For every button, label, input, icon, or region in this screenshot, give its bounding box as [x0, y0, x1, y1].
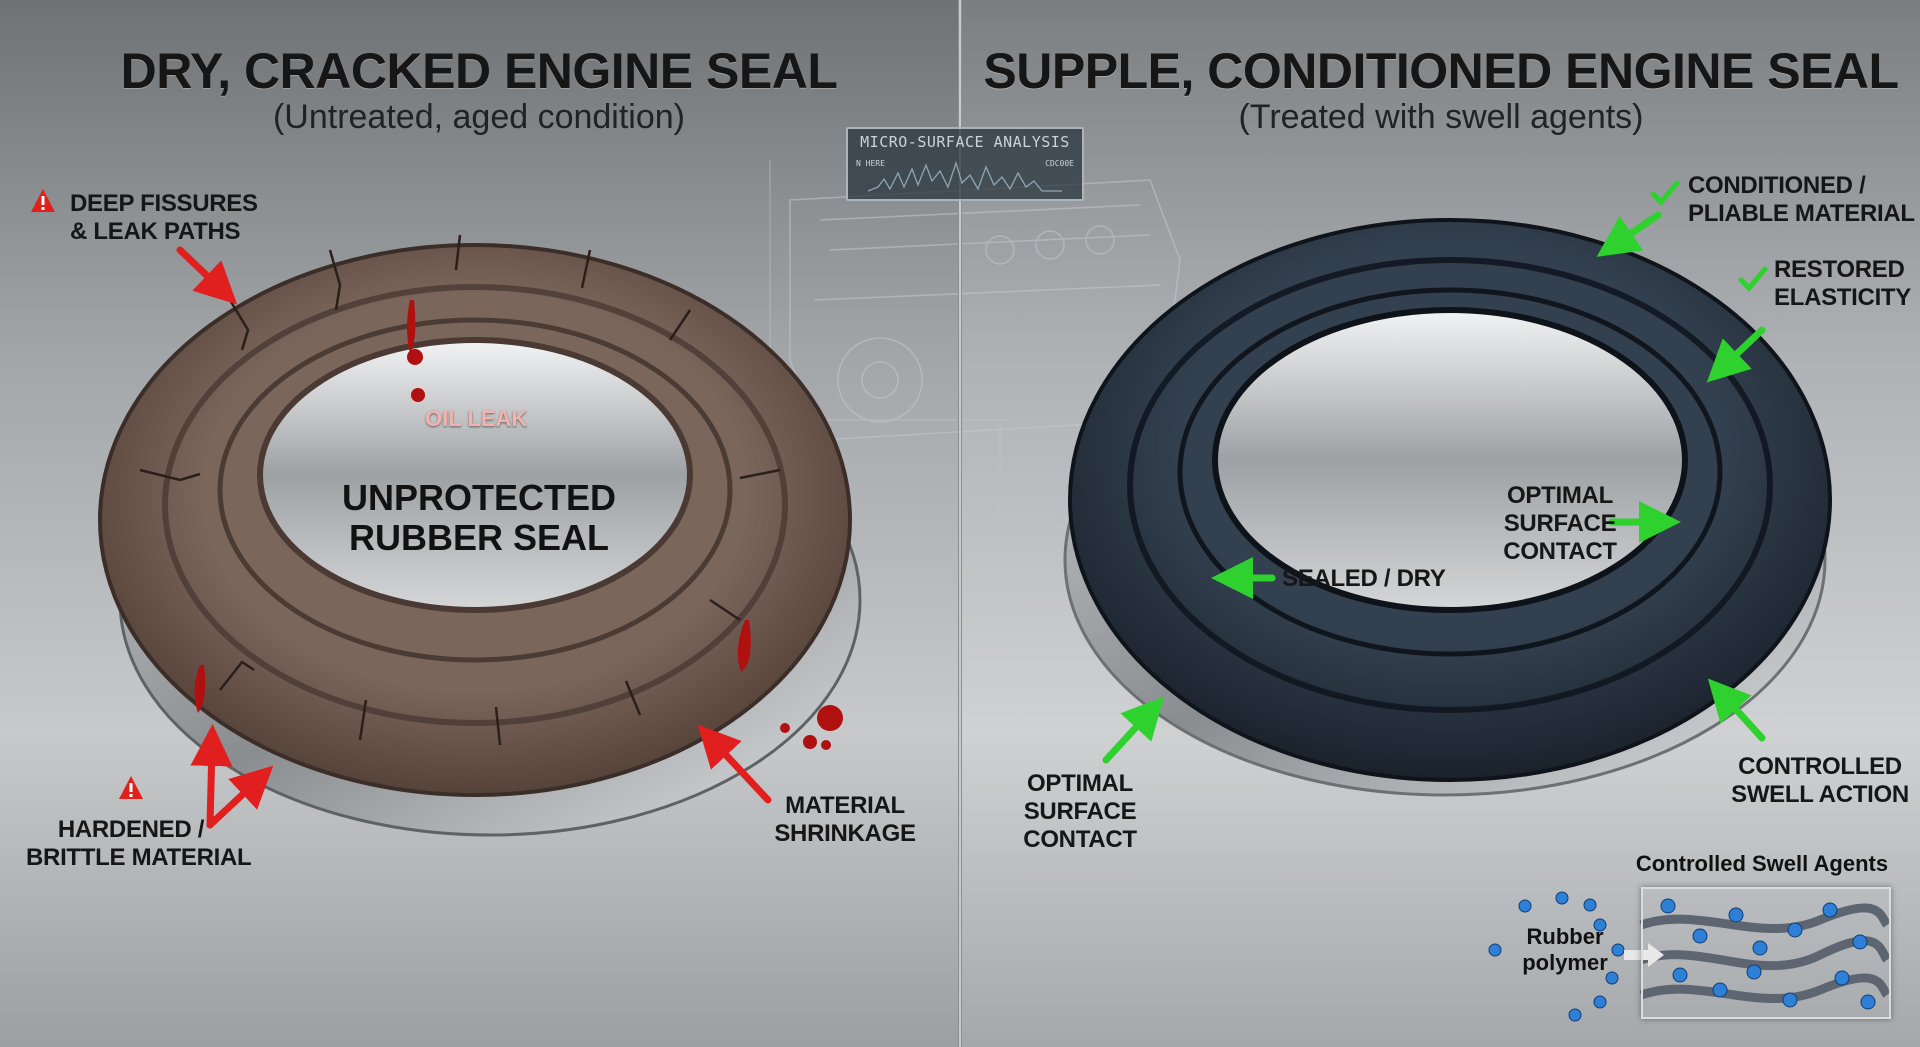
right-subtitle: (Treated with swell agents): [1238, 98, 1644, 136]
callout-hardened-line1: HARDENED /: [57, 816, 205, 843]
callout-controlled-swell: CONTROLLED SWELL ACTION: [1730, 753, 1910, 809]
seal-cracks: [139, 234, 781, 746]
callout-optimal-inner-line1: OPTIMAL: [1507, 482, 1613, 509]
micro-surface-analysis-panel: MICRO-SURFACE ANALYSIS N HERE CDC00E: [846, 127, 1084, 201]
callout-swell-line1: CONTROLLED: [1738, 753, 1902, 780]
left-seal-bore: [257, 337, 693, 613]
arrow-optimal-outer: [1102, 696, 1165, 764]
swell-agents-diagram: [1488, 891, 1891, 1022]
callout-restored-line2: ELASTICITY: [1774, 284, 1912, 311]
arrow-fissures: [176, 246, 238, 305]
callout-hardened-material: HARDENED / BRITTLE MATERIAL: [26, 816, 252, 872]
left-title: DRY, CRACKED ENGINE SEAL: [120, 43, 838, 99]
free-polymer-beads: [1488, 891, 1625, 1022]
callout-conditioned-line2: PLIABLE MATERIAL: [1688, 200, 1915, 227]
checkmark-icon: [1738, 266, 1768, 292]
rubber-polymer-line1: Rubber: [1526, 924, 1604, 949]
arrow-swell: [1707, 678, 1766, 742]
arrow-hardened-1: [190, 724, 233, 829]
callout-restored-elasticity: RESTORED ELASTICITY: [1774, 256, 1911, 312]
callout-swell-line2: SWELL ACTION: [1731, 781, 1909, 808]
analysis-left-readout: N HERE: [856, 159, 885, 168]
callout-optimal-outer-line1: OPTIMAL: [1027, 770, 1133, 797]
callout-deep-fissures-line2: & LEAK PATHS: [70, 218, 241, 245]
callout-conditioned-line1: CONDITIONED /: [1688, 172, 1866, 199]
arrow-shrinkage: [697, 724, 772, 804]
arrow-restored: [1706, 326, 1766, 383]
oil-drops: [194, 300, 843, 750]
left-subtitle: (Untreated, aged condition): [272, 98, 686, 136]
arrow-hardened-2: [206, 765, 274, 829]
swell-agents-title: Controlled Swell Agents: [1635, 851, 1889, 876]
callout-restored-line1: RESTORED: [1774, 256, 1905, 283]
right-panel: SUPPLE, CONDITIONED ENGINE SEAL (Treated…: [962, 0, 1920, 1047]
callout-deep-fissures-line1: DEEP FISSURES: [70, 190, 258, 217]
callout-conditioned-material: CONDITIONED / PLIABLE MATERIAL: [1688, 172, 1915, 228]
warning-icon: [119, 776, 143, 799]
callout-optimal-contact-inner: OPTIMAL SURFACE CONTACT: [1500, 482, 1620, 566]
callout-shrinkage-line1: MATERIAL: [785, 792, 905, 819]
callout-optimal-outer-line2: SURFACE: [1023, 798, 1137, 825]
checkmark-icon: [1650, 180, 1680, 206]
unprotected-seal-label-line2: RUBBER SEAL: [348, 517, 609, 558]
analysis-right-readout: CDC00E: [1045, 159, 1074, 168]
unprotected-seal-label-line1: UNPROTECTED: [341, 477, 616, 518]
analysis-title: MICRO-SURFACE ANALYSIS: [860, 133, 1070, 151]
swell-agents-inset: [1641, 887, 1891, 1019]
rubber-polymer-line2: polymer: [1522, 950, 1608, 975]
left-arrows: [176, 246, 772, 829]
callout-sealed-dry: SEALED / DRY: [1282, 565, 1446, 592]
cracked-seal: [98, 234, 862, 837]
unprotected-seal-label: UNPROTECTED RUBBER SEAL: [334, 478, 624, 558]
callout-optimal-inner-line2: SURFACE: [1503, 510, 1617, 537]
callout-material-shrinkage: MATERIAL SHRINKAGE: [770, 792, 920, 848]
right-arrows: [1102, 211, 1766, 764]
conditioned-seal: [1063, 218, 1832, 797]
warning-icon: [31, 189, 55, 212]
right-title: SUPPLE, CONDITIONED ENGINE SEAL: [983, 43, 1899, 99]
callout-hardened-line2: BRITTLE MATERIAL: [26, 844, 252, 871]
callout-optimal-inner-line3: CONTACT: [1503, 538, 1617, 565]
callout-deep-fissures: DEEP FISSURES & LEAK PATHS: [70, 190, 258, 246]
rubber-polymer-label: Rubber polymer: [1510, 924, 1620, 976]
callout-optimal-contact-outer: OPTIMAL SURFACE CONTACT: [1020, 770, 1140, 854]
right-seal-bore: [1212, 307, 1688, 613]
left-panel: DRY, CRACKED ENGINE SEAL (Untreated, age…: [0, 0, 958, 1047]
analysis-waveform: [867, 160, 1062, 192]
callout-optimal-outer-line3: CONTACT: [1023, 826, 1137, 853]
callout-shrinkage-line2: SHRINKAGE: [774, 820, 916, 847]
panel-divider: [958, 0, 962, 1047]
oil-leak-label: OIL LEAK: [425, 406, 528, 431]
arrow-conditioned: [1596, 211, 1662, 257]
